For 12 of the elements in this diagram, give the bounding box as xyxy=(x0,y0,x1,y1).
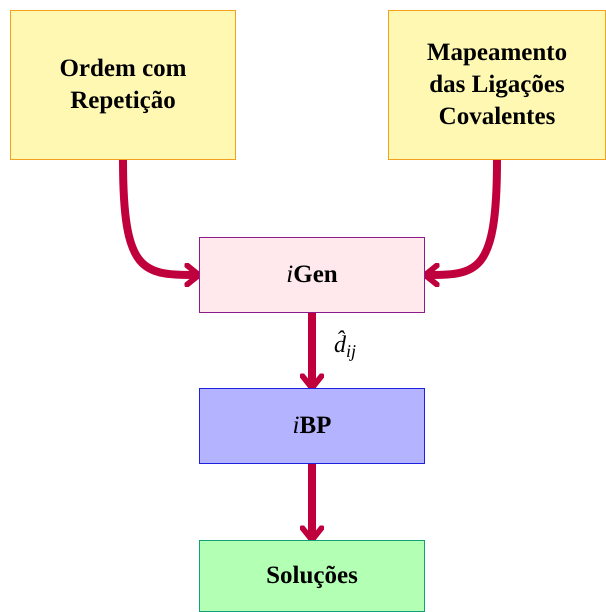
node-label: iGen xyxy=(286,260,338,290)
process-box xyxy=(388,10,606,160)
arrow xyxy=(300,313,324,391)
process-box xyxy=(10,10,236,160)
process-box xyxy=(199,388,425,464)
node-label: Soluções xyxy=(266,561,358,591)
node-label: Ordem com Repetição xyxy=(58,54,188,116)
node-label: iBP xyxy=(292,411,332,441)
edge-label: d̂$_{ij}$ xyxy=(334,330,356,360)
process-box xyxy=(199,540,425,612)
node-label: Mapeamento das Ligações Covalentes xyxy=(426,38,568,132)
process-box xyxy=(199,237,425,313)
